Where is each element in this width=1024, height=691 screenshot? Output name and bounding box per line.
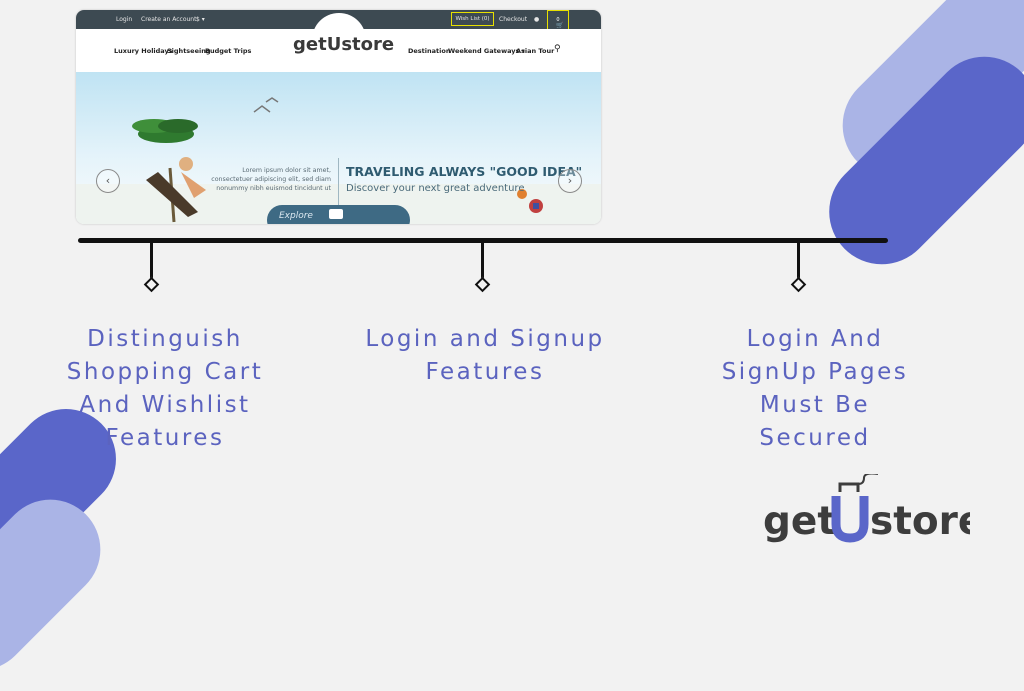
lorem-line: consectetuer adipiscing elit, sed diam xyxy=(211,176,331,183)
box-icon xyxy=(329,209,343,219)
user-icon[interactable]: ● xyxy=(534,16,540,23)
caption-line: SignUp Pages xyxy=(721,359,909,385)
caption-line: Features xyxy=(105,425,225,451)
site-logo[interactable]: getUstore xyxy=(293,34,395,55)
caption-line: Distinguish xyxy=(87,326,243,352)
caption-line: Login and Signup xyxy=(365,326,605,352)
wishlist-link[interactable]: Wish List (0) xyxy=(451,12,494,26)
caption-line: Must Be xyxy=(759,392,871,418)
timeline-marker xyxy=(143,276,160,293)
decor-shape-light-bottom xyxy=(0,478,122,691)
nav-item-luxury[interactable]: Luxury Holidays xyxy=(114,47,173,55)
timeline-marker xyxy=(474,276,491,293)
website-screenshot: Login Create an Account $ ▾ Wish List (0… xyxy=(76,10,601,224)
hero-headline: TRAVELING ALWAYS "GOOD IDEA" xyxy=(346,164,583,179)
currency-select[interactable]: $ ▾ xyxy=(196,16,205,23)
brand-logo: get store xyxy=(763,474,970,544)
nav-item-weekend[interactable]: Weekend Gateways ▾ xyxy=(448,47,525,55)
explore-label: Explore xyxy=(279,211,313,221)
checkout-link[interactable]: Checkout xyxy=(499,16,528,23)
create-account-link[interactable]: Create an Account xyxy=(141,16,197,23)
timeline-stem xyxy=(797,243,800,279)
explore-banner[interactable]: Explore xyxy=(267,205,410,224)
cart-count: 0 xyxy=(556,17,560,23)
brand-logo-store: store xyxy=(870,499,970,544)
nav-item-asian[interactable]: Asian Tour xyxy=(516,47,555,55)
logo-bubble xyxy=(312,13,366,67)
mouse-icon xyxy=(831,496,869,543)
brand-logo-get: get xyxy=(763,499,836,544)
caption-line: And Wishlist xyxy=(79,392,251,418)
search-icon[interactable]: ⚲ xyxy=(554,44,561,54)
timeline-line xyxy=(78,238,888,243)
nav-item-destination[interactable]: Destination xyxy=(408,47,451,55)
timeline-stem xyxy=(150,243,153,279)
caption-login-signup: Login and Signup Features xyxy=(340,323,630,389)
slider-prev-button[interactable]: ‹ xyxy=(96,169,120,193)
timeline-stem xyxy=(481,243,484,279)
caption-cart-wishlist: Distinguish Shopping Cart And Wishlist F… xyxy=(40,323,290,455)
hero-lorem: Lorem ipsum dolor sit amet, consectetuer… xyxy=(211,166,331,193)
lorem-line: Lorem ipsum dolor sit amet, xyxy=(242,167,331,174)
hero-divider xyxy=(338,158,339,218)
timeline-marker xyxy=(790,276,807,293)
cart-icon: 🛒 xyxy=(556,22,564,29)
caption-line: Secured xyxy=(759,425,871,451)
caption-line: Features xyxy=(425,359,545,385)
lorem-line: nonummy nibh euismod tincidunt ut xyxy=(216,185,331,192)
caption-line: Login And xyxy=(746,326,884,352)
nav-item-sightseeing[interactable]: Sightseeing xyxy=(167,47,211,55)
caption-secured-pages: Login And SignUp Pages Must Be Secured xyxy=(690,323,940,455)
hero-banner: Lorem ipsum dolor sit amet, consectetuer… xyxy=(76,72,601,224)
login-link[interactable]: Login xyxy=(116,16,133,23)
slider-next-button[interactable]: › xyxy=(558,169,582,193)
nav-item-budget[interactable]: Budget Trips xyxy=(205,47,252,55)
hero-subtitle: Discover your next great adventure xyxy=(346,183,525,194)
cart-button[interactable]: 🛒0 xyxy=(547,10,569,30)
caption-line: Shopping Cart xyxy=(66,359,264,385)
